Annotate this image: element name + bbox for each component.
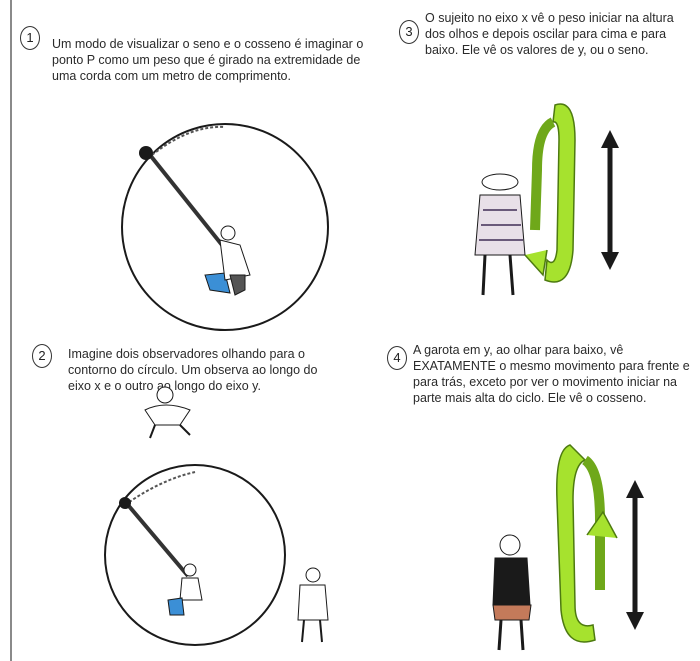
panel-4-illustration (492, 444, 644, 651)
panel-2: 2 Imagine dois observadores olhando para… (0, 330, 380, 661)
panel-1: 1 Um modo de visualizar o seno e o cosse… (0, 0, 380, 331)
observer-center-figure (167, 563, 203, 616)
weight-point-p (139, 146, 153, 160)
panel-4: 4 A garota em y, ao olhar para baixo, vê… (385, 330, 700, 661)
panel-1-illustration (121, 123, 329, 331)
rotation-circle (104, 464, 286, 646)
panel-3-caption: O sujeito no eixo x vê o peso iniciar na… (425, 11, 674, 57)
rope (148, 153, 224, 247)
rotation-circle (121, 123, 329, 331)
vertical-double-arrow-icon (626, 480, 644, 630)
panel-2-caption: Imagine dois observadores olhando para o… (68, 347, 318, 393)
observer-right-figure (297, 567, 329, 643)
panel-3-number: 3 (399, 20, 419, 44)
panel-2-number: 2 (32, 344, 52, 368)
panel-1-number: 1 (20, 26, 40, 50)
panel-2-illustration (104, 386, 329, 646)
motion-trail (151, 125, 226, 156)
observer-above-figure (144, 386, 191, 439)
green-ribbon-cosine (556, 444, 618, 643)
panel-1-caption: Um modo de visualizar o seno e o cosseno… (52, 37, 364, 83)
panel-3: 3 O sujeito no eixo x vê o peso iniciar … (385, 0, 700, 330)
panel-3-illustration (474, 103, 619, 296)
vertical-double-arrow-icon (601, 130, 619, 270)
observer-center-figure (204, 225, 251, 296)
panel-4-caption: A garota em y, ao olhar para baixo, vê E… (413, 343, 690, 405)
green-ribbon-sine (524, 103, 576, 283)
weight-point-p (119, 497, 131, 509)
panel-4-number: 4 (387, 346, 407, 370)
rope (126, 503, 190, 578)
observer-x-axis-figure (474, 173, 526, 296)
observer-y-axis-figure (492, 534, 532, 651)
left-border-rule (10, 0, 12, 661)
